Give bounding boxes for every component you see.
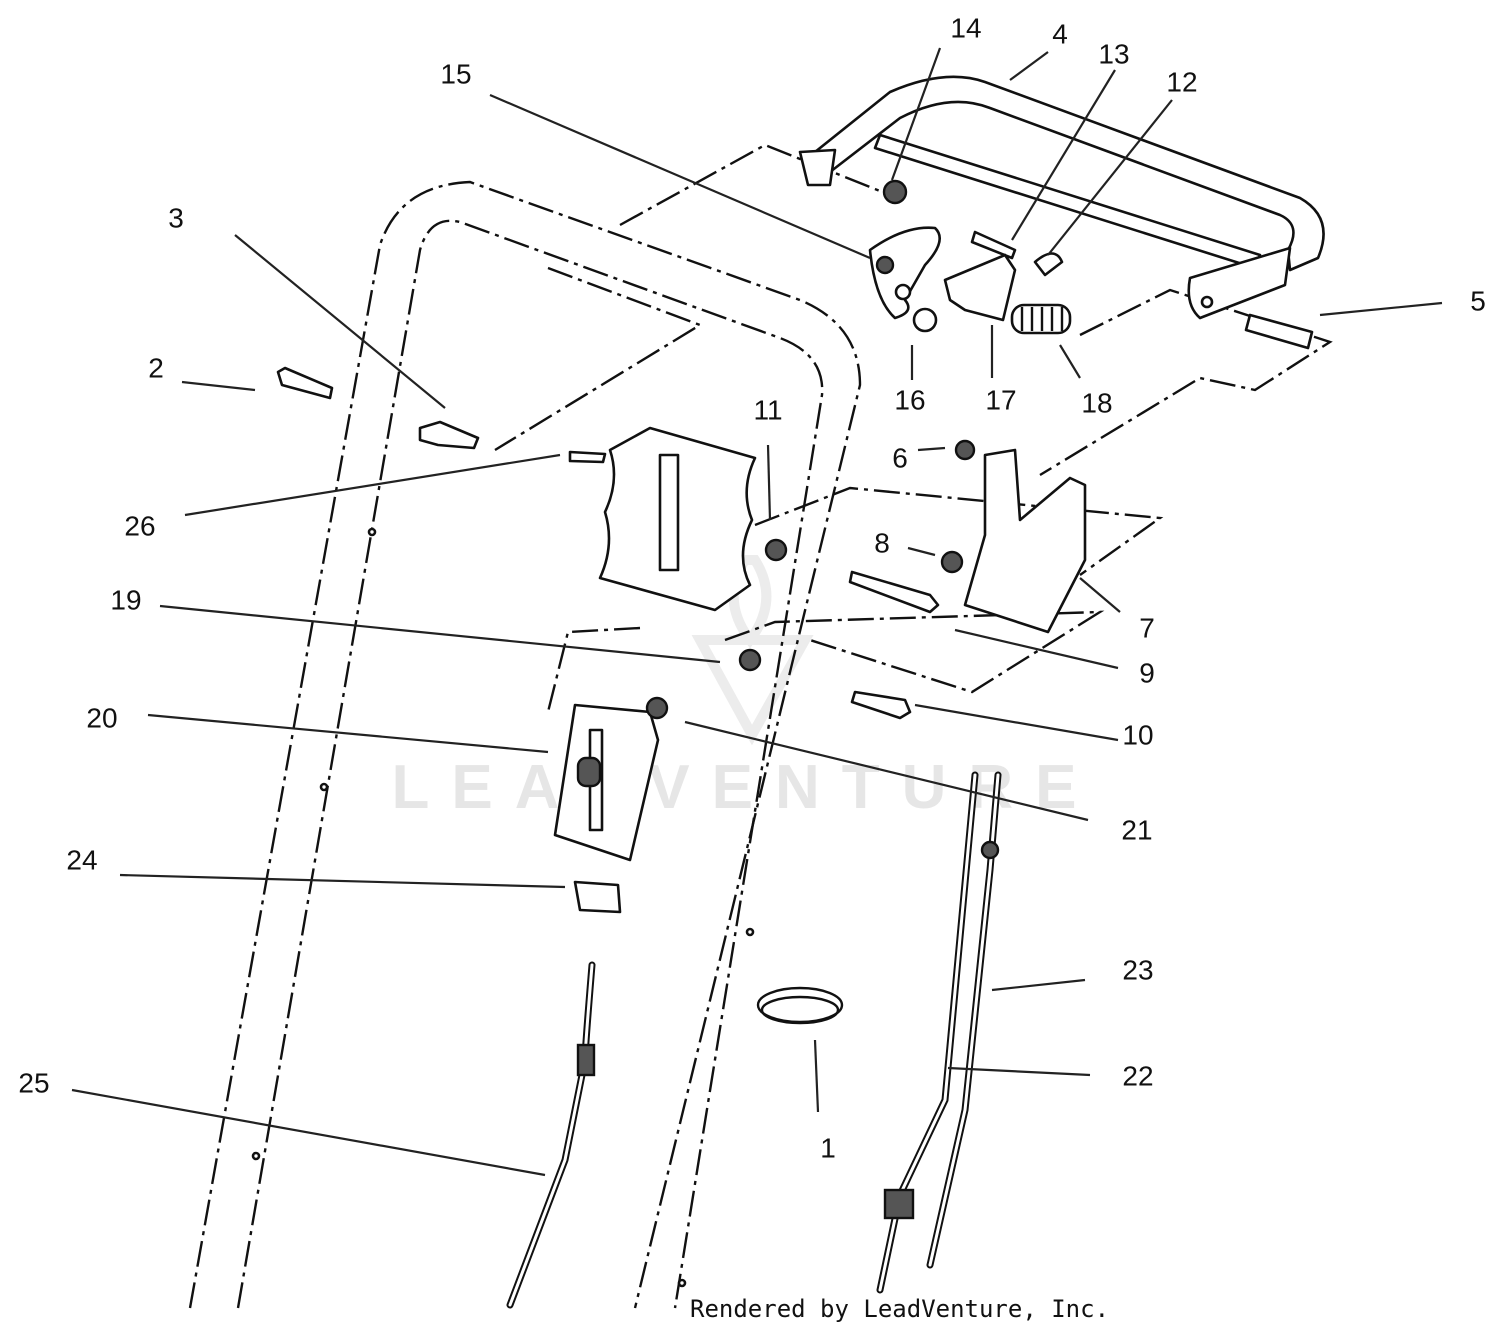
callout-1: 1 [820,1132,836,1163]
long-bolt [848,570,940,614]
cable-tie [756,986,844,1025]
cable-clip [573,880,622,914]
callout-2: 2 [148,352,164,383]
callout-6: 6 [892,442,908,473]
callout-7: 7 [1139,612,1155,643]
washer-upper [764,538,788,562]
callout-14: 14 [950,12,981,43]
clip [1033,252,1064,277]
callout-25: 25 [18,1067,49,1098]
nut-8 [940,550,964,574]
nut-6 [954,439,976,461]
callout-17: 17 [985,384,1016,415]
render-credit: Rendered by LeadVenture, Inc. [690,1295,1110,1323]
callout-23: 23 [1122,954,1153,985]
callout-11: 11 [753,394,782,425]
callout-8: 8 [874,527,890,558]
leader-lines [71,47,1443,1177]
control-plate [553,703,660,862]
spring [1010,303,1072,335]
cables-22-23 [876,771,1002,1294]
cam-plate [868,226,941,320]
washer-lower [738,648,762,672]
knob-nut [645,696,669,720]
bracket [943,253,1017,322]
callout-12: 12 [1166,66,1197,97]
shoulder-bolt [418,420,480,450]
callout-10: 10 [1122,719,1153,750]
callout-18: 18 [1081,387,1112,418]
bail-bar [798,75,1325,320]
bolt [970,230,1017,260]
screw [276,366,334,400]
callout-5: 5 [1470,285,1486,316]
support-bracket [963,448,1087,634]
callout-20: 20 [86,702,117,733]
spacer [912,307,938,333]
small-screw [568,450,607,464]
nut [882,179,908,205]
pin [1244,313,1314,350]
callout-24: 24 [66,844,97,875]
callout-22: 22 [1122,1060,1153,1091]
callout-4: 4 [1052,18,1068,49]
callout-9: 9 [1139,657,1155,688]
callout-13: 13 [1098,38,1129,69]
handle-frame [188,180,862,1309]
callout-26: 26 [124,510,155,541]
callout-3: 3 [168,202,184,233]
callout-19: 19 [110,584,141,615]
callouts: 1 2 3 4 5 6 7 8 9 10 11 12 13 14 15 16 1… [18,12,1485,1163]
callout-15: 15 [440,58,471,89]
callout-16: 16 [894,384,925,415]
speed-plate [598,426,757,612]
bolt-10 [850,690,912,720]
guide-lines [494,143,1333,713]
callout-21: 21 [1121,814,1152,845]
cable-25 [506,961,596,1309]
watermark-text: LEADVENTURE [391,753,1098,822]
